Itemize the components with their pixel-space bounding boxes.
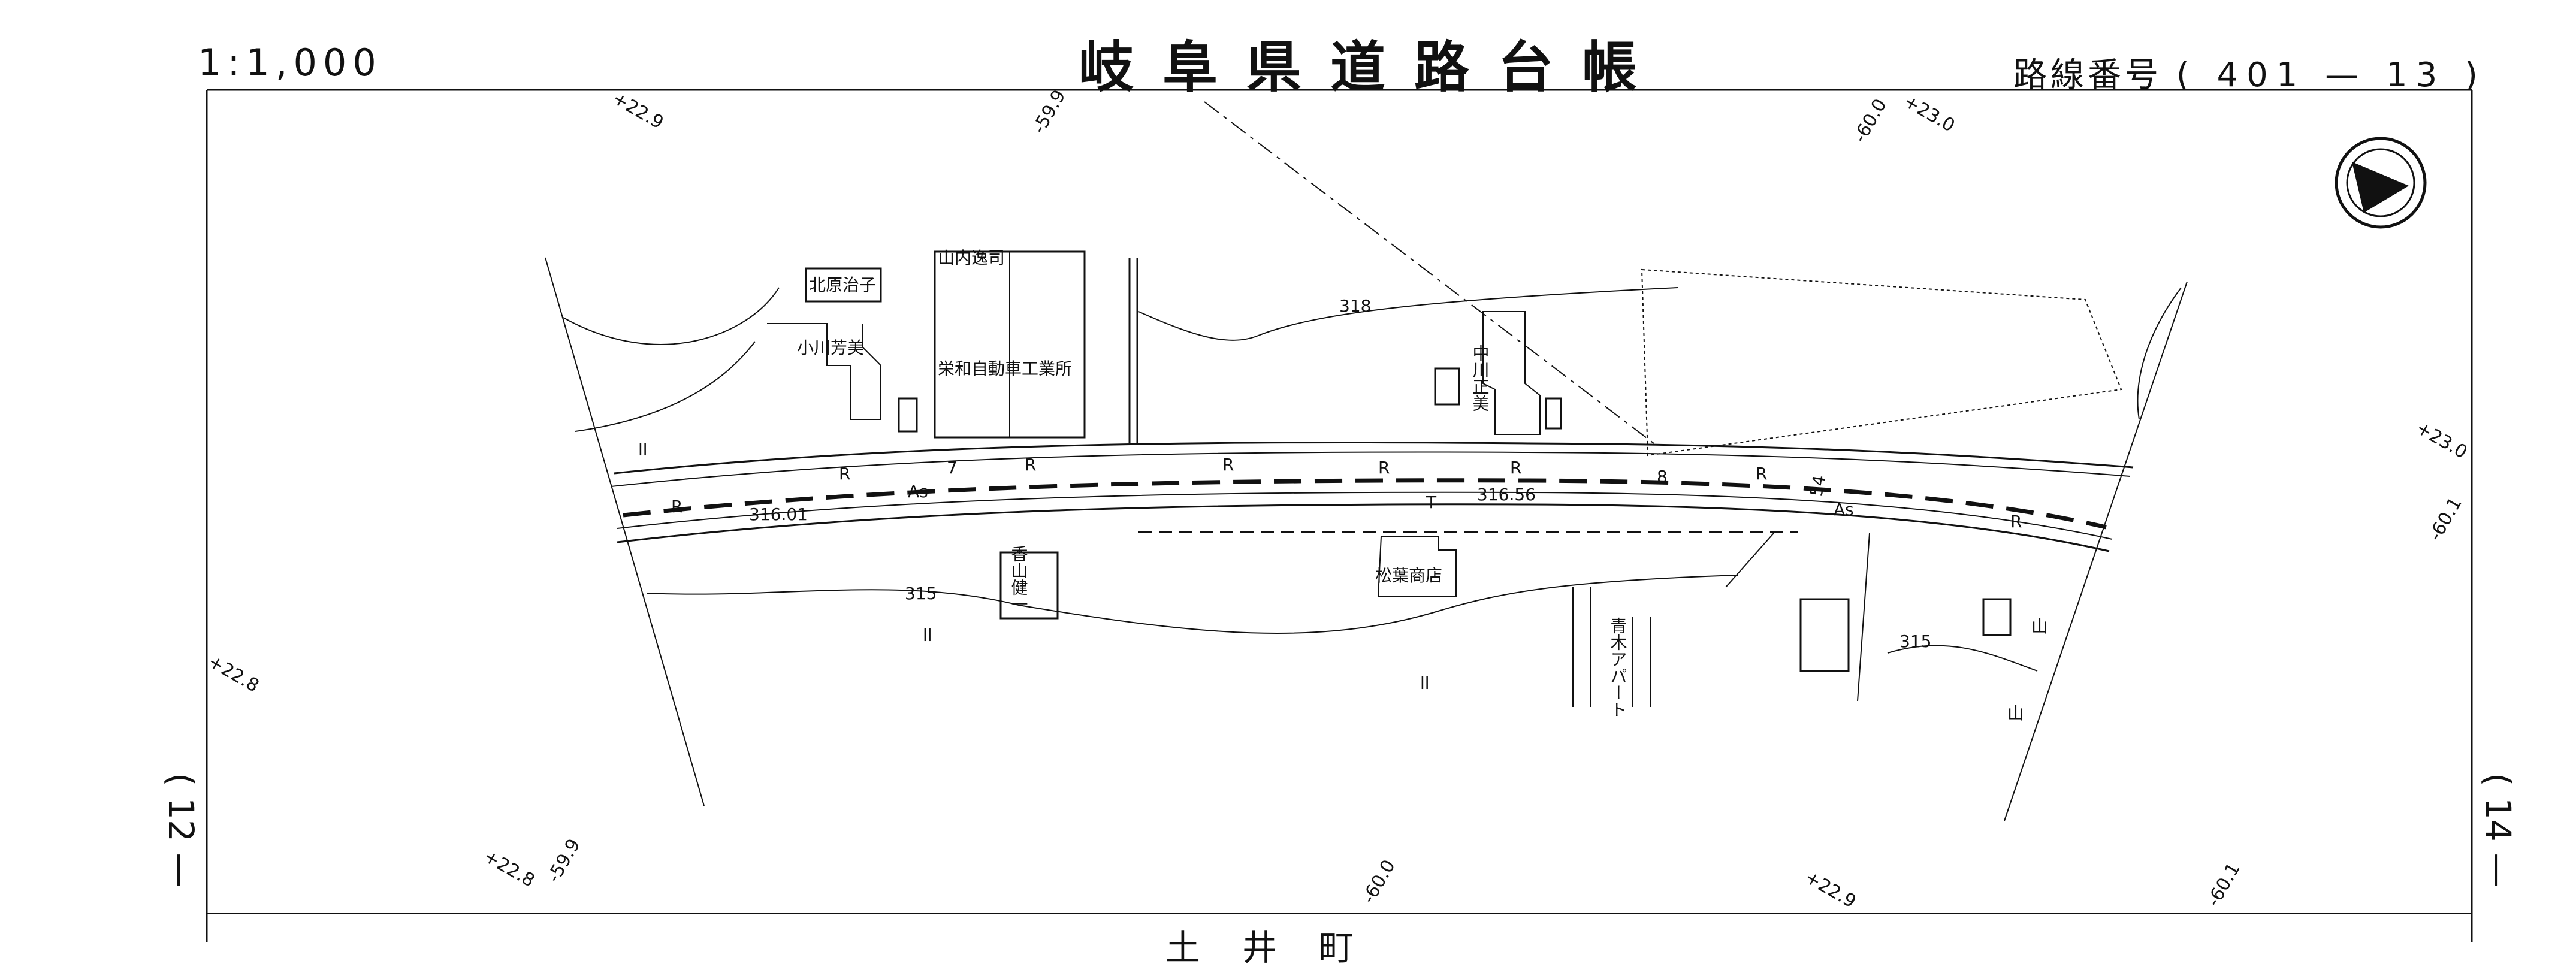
road-ledger-sheet: 1:1,000 岐阜県道路台帳 路線番号 ( 401 — 13 ) ( 12 —… [161, 35, 2518, 968]
coord-tick: +23.0 [1900, 91, 1958, 137]
grass-symbol: ll [1420, 673, 1430, 693]
road-mark: R [839, 464, 850, 484]
mountain-symbol: 山 [2007, 703, 2024, 723]
owner-label: 香山健一 [1009, 545, 1029, 612]
road-edge-north-inner [611, 451, 2131, 487]
building-nakagawa [1482, 311, 1541, 435]
owner-label: 中川正美 [1470, 345, 1490, 412]
road-labels: As As 7 8 R R R R R R R R T 54 316.01 31… [638, 296, 2048, 723]
coord-tick: -60.0 [1850, 95, 1891, 146]
surface-label: As [1834, 500, 1854, 519]
contour-label: 315 [1899, 631, 1931, 651]
scale-label: 1:1,000 [198, 41, 382, 84]
boundary-line [1204, 101, 1654, 444]
survey-boundary-left [545, 257, 705, 806]
road-mark: R [1378, 458, 1390, 478]
road-mark: T [1426, 492, 1437, 512]
coord-tick: +22.9 [1801, 867, 1859, 912]
elevation-label: 316.56 [1477, 485, 1536, 504]
coord-tick: +23.0 [2412, 418, 2471, 463]
contour-315 [647, 575, 1738, 634]
contour-label: 315 [905, 584, 937, 603]
width-label: 54 [1806, 473, 1829, 498]
contour-label: 318 [1339, 296, 1371, 316]
section-number: 7 [947, 458, 958, 478]
contour-315-east [1887, 645, 2038, 672]
road-mark: R [1510, 458, 1521, 478]
owner-label: 小川芳美 [797, 338, 864, 358]
coord-tick: -60.1 [2203, 859, 2245, 910]
surface-label: As [908, 482, 928, 501]
coord-tick: -60.1 [2425, 494, 2466, 545]
route-number-label: 路線番号 [2013, 56, 2162, 95]
grass-symbol: ll [638, 440, 648, 460]
road-edge-south-inner [617, 491, 2113, 540]
grass-symbol: ll [923, 625, 932, 645]
road-mark: R [1222, 455, 1234, 475]
page-title: 岐阜県道路台帳 [1079, 35, 1666, 99]
road-mark: R [2010, 512, 2022, 531]
contour-line [563, 287, 780, 432]
owner-label: 北原治子 [809, 275, 876, 295]
adjacent-sheet-left: ( 12 — [161, 773, 201, 888]
contour-318 [1138, 287, 1678, 341]
coord-tick: -59.9 [543, 835, 585, 886]
coord-tick: -60.0 [1358, 856, 1400, 907]
owner-labels: 北原治子 山内逸司 小川芳美 栄和自動車工業所 中川正美 香山健一 松葉商店 青… [797, 248, 1628, 718]
route-number-value: ( 401 — 13 ) [2176, 56, 2486, 95]
owner-label: 栄和自動車工業所 [938, 359, 1072, 379]
owner-label: 松葉商店 [1375, 566, 1442, 585]
building-kitahara [805, 267, 882, 303]
route-number: 路線番号 ( 401 — 13 ) [2013, 48, 2486, 96]
owner-label: 青木アパート [1608, 617, 1628, 718]
section-number: 8 [1657, 467, 1668, 486]
road-centerline [623, 478, 2107, 530]
north-arrow-icon [2335, 137, 2427, 229]
coord-tick: +22.9 [609, 88, 667, 134]
adjacent-sheet-right: ( 14 — [2478, 773, 2518, 888]
boundary-curve-right [2137, 287, 2182, 420]
coord-tick: +22.8 [204, 651, 262, 697]
elevation-label: 316.01 [749, 504, 808, 524]
building-kayama [999, 551, 1059, 620]
road-mark: R [671, 497, 682, 516]
survey-boundary-right [2004, 281, 2188, 821]
coord-tick: -59.9 [1029, 86, 1070, 137]
bottom-town-label: 土井町 [1165, 927, 1396, 968]
field-northeast [1641, 268, 2122, 457]
coordinate-ticks: +22.9 -59.9 -60.0 +23.0 +23.0 -60.1 +22.… [204, 86, 2471, 912]
map-drawing: +22.9 -59.9 -60.0 +23.0 +23.0 -60.1 +22.… [204, 86, 2473, 942]
road-edge-south-outer [617, 503, 2110, 552]
coord-tick: +22.8 [480, 846, 538, 892]
road-edge-north-outer [614, 441, 2134, 475]
owner-label: 山内逸司 [938, 248, 1005, 268]
road-mark: R [1756, 464, 1767, 484]
road-mark: R [1025, 455, 1036, 475]
building-aoki [1572, 587, 1651, 707]
mountain-symbol: 山 [2031, 617, 2048, 636]
building-matsuba [1377, 536, 1457, 597]
building-ogawa [767, 323, 881, 420]
